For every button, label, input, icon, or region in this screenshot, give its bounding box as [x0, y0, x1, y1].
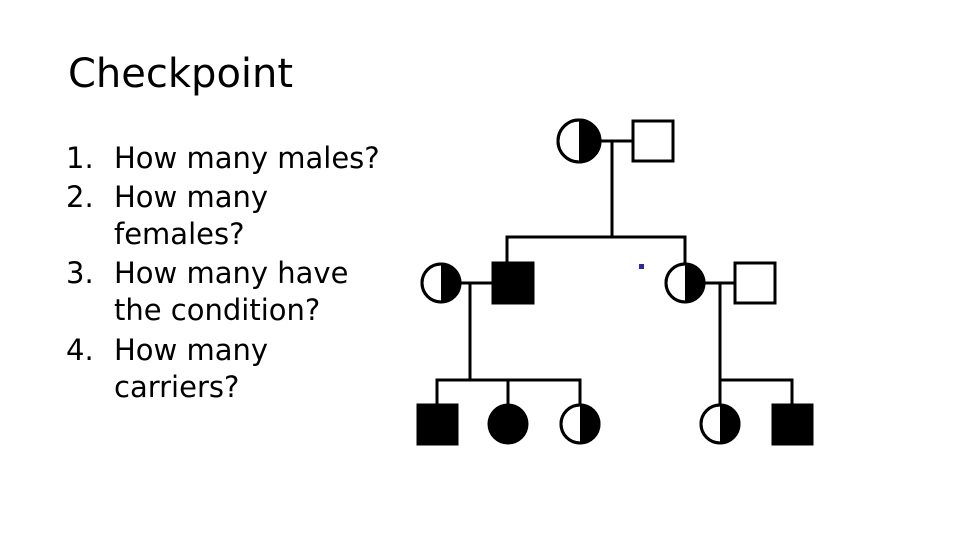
pedigree-symbol-II-2: [491, 261, 535, 305]
pedigree-symbol-III-4: [699, 403, 741, 445]
pedigree-symbol-III-1: [416, 403, 459, 446]
list-item: 4. How many carriers?: [66, 332, 396, 406]
pedigree-chart: [400, 100, 870, 470]
list-item-number: 3.: [66, 256, 94, 291]
list-item: 3. How many have the condition?: [66, 255, 396, 329]
pedigree-symbol-I-2: [631, 119, 675, 163]
pedigree-symbol-I-1: [556, 118, 602, 164]
pedigree-symbol-II-3: [664, 262, 706, 304]
list-item-label: How many females?: [114, 180, 269, 252]
list-item: 1. How many males?: [66, 140, 396, 177]
list-item-label: How many carriers?: [114, 332, 269, 404]
list-item-number: 4.: [66, 332, 94, 367]
pedigree-symbol-III-2: [487, 403, 529, 445]
pedigree-symbol-II-4: [733, 261, 777, 305]
list-item-label: How many males?: [114, 141, 380, 175]
scan-artifact-dot: [639, 264, 644, 269]
pedigree-symbol-II-1: [420, 262, 462, 304]
list-item-label: How many have the condition?: [114, 256, 349, 328]
list-item: 2. How many females?: [66, 179, 396, 253]
list-item-number: 1.: [66, 141, 94, 175]
page-title: Checkpoint: [68, 51, 294, 97]
question-list: 1. How many males? 2. How many females? …: [66, 140, 396, 408]
pedigree-symbol-III-5: [771, 403, 814, 446]
list-item-number: 2.: [66, 180, 94, 215]
pedigree-symbol-III-3: [559, 403, 601, 445]
